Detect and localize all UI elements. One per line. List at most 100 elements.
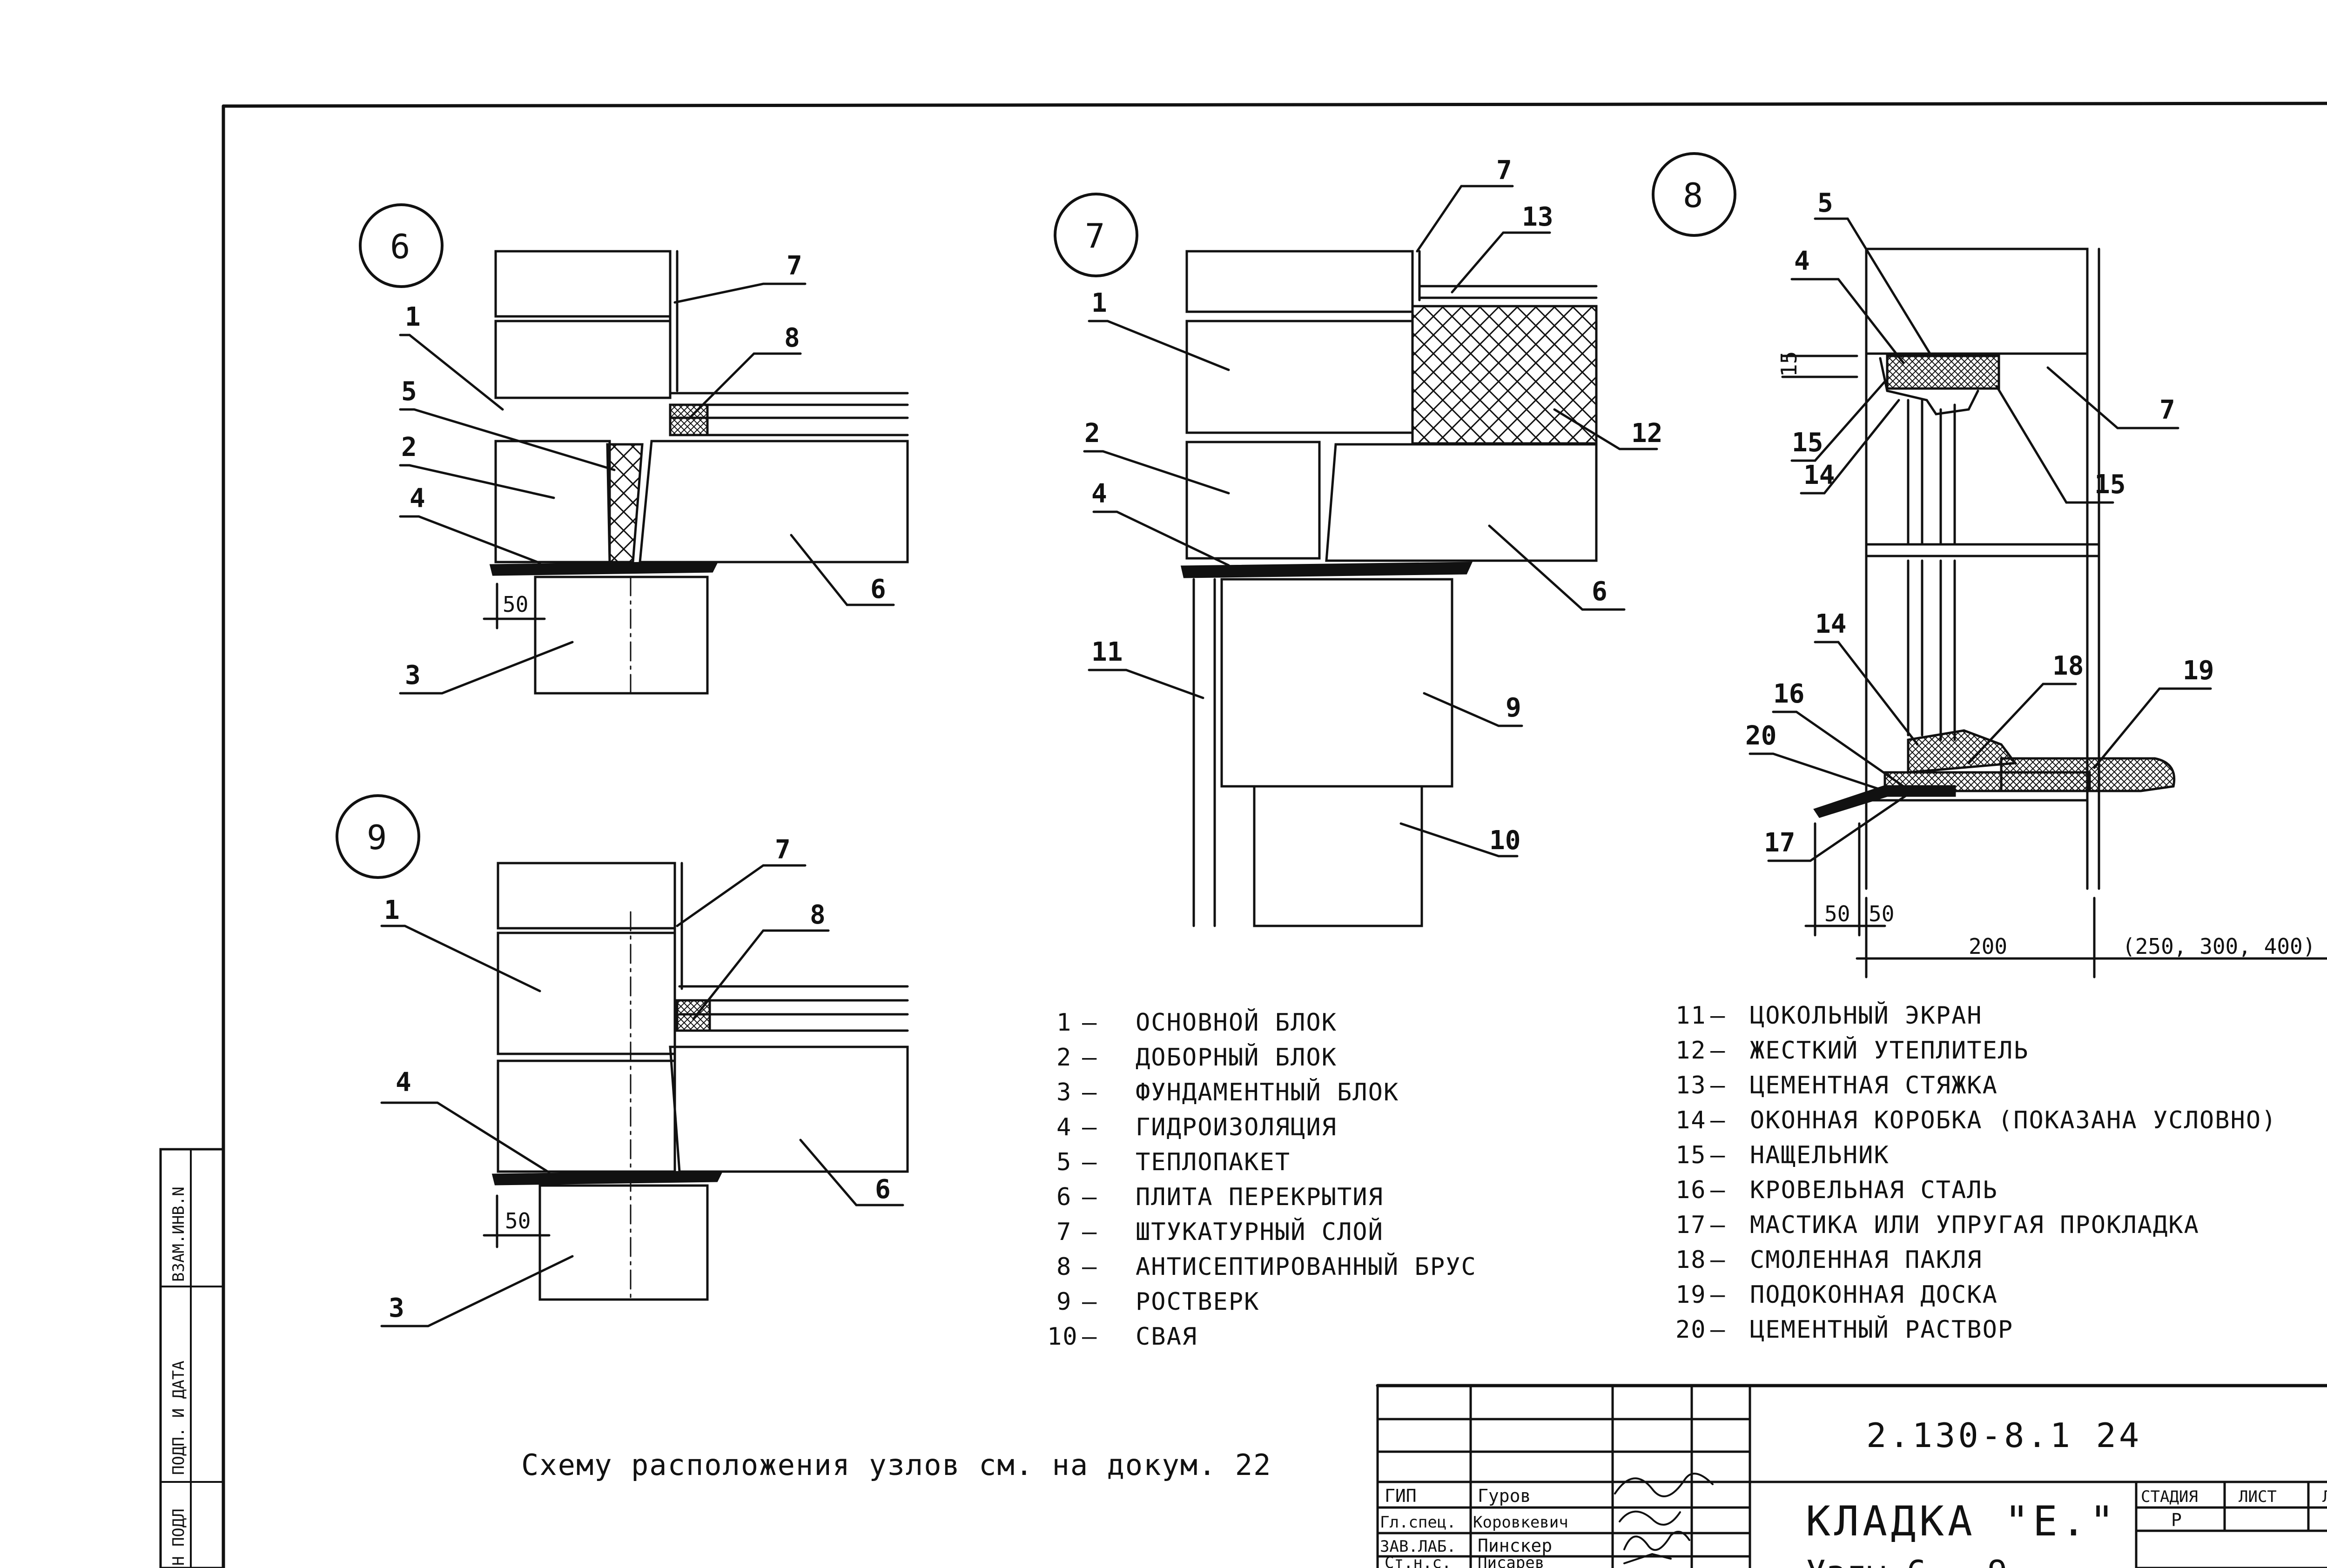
node-8-marker xyxy=(1652,152,1736,237)
svg-text:9: 9 xyxy=(1056,1288,1072,1316)
svg-text:1: 1 xyxy=(1056,1009,1072,1037)
svg-text:–: – xyxy=(1710,1072,1726,1099)
svg-text:10: 10 xyxy=(1489,825,1520,856)
node-8-leader-14-top xyxy=(1800,399,1900,495)
node-8-dim-15: 15 xyxy=(1776,351,1802,377)
node-6-marker xyxy=(359,203,444,288)
svg-text:19: 19 xyxy=(1675,1281,1707,1309)
svg-text:–: – xyxy=(1710,1037,1726,1065)
legend-left: 1 – ОСНОВНОЙ БЛОК 2 – ДОБОРНЫЙ БЛОК 3 – … xyxy=(1047,1008,1476,1351)
svg-text:13: 13 xyxy=(1675,1072,1707,1099)
svg-text:8: 8 xyxy=(1056,1253,1072,1281)
node-7-leader-11 xyxy=(1088,669,1204,699)
svg-text:10: 10 xyxy=(1047,1323,1078,1351)
node-9-marker xyxy=(336,794,420,879)
svg-text:6: 6 xyxy=(875,1174,891,1205)
svg-text:НАЩЕЛЬНИК: НАЩЕЛЬНИК xyxy=(1750,1141,1890,1169)
svg-text:–: – xyxy=(1082,1044,1097,1072)
svg-text:16: 16 xyxy=(1675,1176,1707,1204)
svg-text:9: 9 xyxy=(1506,693,1521,723)
svg-text:–: – xyxy=(1082,1323,1097,1351)
node-8-leader-19 xyxy=(2093,687,2212,769)
title-block-text: ГИП Гуров Гл.спец. Коровкевич ЗАВ.ЛАБ. П… xyxy=(1380,1416,2327,1568)
stage-value: Р xyxy=(2171,1510,2182,1530)
svg-text:4: 4 xyxy=(1794,246,1810,276)
node-8-leader-20 xyxy=(1749,752,1886,792)
node-8-detail: 8 xyxy=(1652,152,2327,978)
svg-text:–: – xyxy=(1082,1183,1097,1211)
node-6-leader-7 xyxy=(673,282,807,304)
legend-item-9: 9 – РОСТВЕРК xyxy=(1056,1288,1259,1316)
name-gip: Гуров xyxy=(1478,1486,1531,1506)
svg-text:РОСТВЕРК: РОСТВЕРК xyxy=(1136,1288,1259,1316)
drawing-subtitle: Узлы 6...9 xyxy=(1806,1553,2007,1568)
node-7-leader-7 xyxy=(1416,185,1514,253)
node-7-leader-2 xyxy=(1083,450,1230,495)
svg-text:14: 14 xyxy=(1803,460,1835,490)
svg-text:ГИДРОИЗОЛЯЦИЯ: ГИДРОИЗОЛЯЦИЯ xyxy=(1136,1113,1337,1141)
title-block xyxy=(1376,1384,2327,1568)
svg-text:6: 6 xyxy=(1592,576,1607,607)
svg-text:7: 7 xyxy=(2159,395,2175,425)
svg-text:ДОБОРНЫЙ БЛОК: ДОБОРНЫЙ БЛОК xyxy=(1136,1043,1337,1072)
svg-text:СМОЛЕННАЯ ПАКЛЯ: СМОЛЕННАЯ ПАКЛЯ xyxy=(1750,1246,1983,1274)
name-zavlab: Пинскер xyxy=(1478,1535,1552,1556)
node-7-leader-13 xyxy=(1451,231,1551,294)
svg-text:ЦОКОЛЬНЫЙ ЭКРАН: ЦОКОЛЬНЫЙ ЭКРАН xyxy=(1750,1001,1983,1030)
svg-text:ЖЕСТКИЙ УТЕПЛИТЕЛЬ: ЖЕСТКИЙ УТЕПЛИТЕЛЬ xyxy=(1750,1036,2029,1065)
svg-text:7: 7 xyxy=(787,251,802,281)
svg-text:ФУНДАМЕНТНЫЙ БЛОК: ФУНДАМЕНТНЫЙ БЛОК xyxy=(1136,1078,1399,1106)
svg-text:12: 12 xyxy=(1675,1037,1707,1065)
svg-text:8: 8 xyxy=(784,323,800,353)
node-9-leader-6 xyxy=(799,1139,904,1206)
stamp-label-podl: Н ПОДЛ xyxy=(169,1508,188,1566)
svg-text:13: 13 xyxy=(1522,202,1553,232)
node-8-leader-16 xyxy=(1772,710,1905,788)
node-7-leader-9 xyxy=(1423,692,1523,727)
svg-text:16: 16 xyxy=(1773,679,1804,709)
svg-text:–: – xyxy=(1082,1253,1097,1281)
node-6-detail: 6 50 7 8 1 5 2 xyxy=(359,203,909,699)
stamp-label-zam: ВЗАМ.ИНВ.N xyxy=(169,1186,188,1282)
svg-text:3: 3 xyxy=(1056,1079,1072,1106)
svg-text:5: 5 xyxy=(401,376,417,407)
node-9-dim-50: 50 xyxy=(505,1208,531,1233)
svg-text:2: 2 xyxy=(1084,418,1100,449)
side-stamp: ВЗАМ.ИНВ.N ПОДП. И ДАТА Н ПОДЛ xyxy=(159,1148,225,1568)
svg-text:15: 15 xyxy=(1675,1141,1707,1169)
sheets-header: ЛИСТ xyxy=(2322,1488,2327,1506)
role-glspec: Гл.спец. xyxy=(1380,1513,1456,1532)
svg-text:14: 14 xyxy=(1675,1106,1707,1134)
node-9-leader-8 xyxy=(692,929,830,1020)
node-8-leader-4 xyxy=(1790,278,1905,364)
svg-text:11: 11 xyxy=(1091,637,1123,667)
svg-text:ПЛИТА ПЕРЕКРЫТИЯ: ПЛИТА ПЕРЕКРЫТИЯ xyxy=(1136,1183,1384,1211)
legend-item-20: 20 – ЦЕМЕНТНЫЙ РАСТВОР xyxy=(1675,1315,2012,1344)
reference-note: Схему расположения узлов см. на докум. 2… xyxy=(521,1448,1271,1482)
legend-item-14: 14 – ОКОННАЯ КОРОБКА (ПОКАЗАНА УСЛОВНО) xyxy=(1675,1106,2276,1134)
legend-item-1: 1 – ОСНОВНОЙ БЛОК xyxy=(1056,1008,1336,1037)
node-9-detail: 9 50 7 8 1 4 6 3 xyxy=(336,794,909,1327)
svg-text:14: 14 xyxy=(1815,609,1846,639)
svg-text:ТЕПЛОПАКЕТ: ТЕПЛОПАКЕТ xyxy=(1136,1148,1291,1176)
legend-right: 11 – ЦОКОЛЬНЫЙ ЭКРАН 12 – ЖЕСТКИЙ УТЕПЛИ… xyxy=(1675,1001,2276,1344)
svg-text:–: – xyxy=(1710,1141,1726,1169)
node-7-leader-12 xyxy=(1553,408,1658,450)
svg-text:–: – xyxy=(1710,1316,1726,1344)
svg-text:2: 2 xyxy=(1056,1044,1072,1072)
name-stns: Писарев xyxy=(1478,1554,1544,1568)
svg-text:15: 15 xyxy=(2094,469,2125,500)
legend-item-15: 15 – НАЩЕЛЬНИК xyxy=(1675,1141,1890,1169)
node-8-dim-50b: 50 xyxy=(1869,901,1894,926)
node-6-leader-1 xyxy=(399,334,504,411)
node-8-leader-17 xyxy=(1767,790,1914,862)
legend-item-2: 2 – ДОБОРНЫЙ БЛОК xyxy=(1056,1043,1337,1072)
legend-item-16: 16 – КРОВЕЛЬНАЯ СТАЛЬ xyxy=(1675,1176,1997,1204)
svg-text:–: – xyxy=(1710,1002,1726,1030)
svg-text:11: 11 xyxy=(1675,1002,1707,1030)
drawing-code: 2.130-8.1 24 xyxy=(1866,1416,2142,1455)
node-8-leader-14-bot xyxy=(1814,641,1919,746)
node-9-leader-4 xyxy=(380,1101,551,1174)
node-8-leader-15-right xyxy=(1995,385,2114,504)
